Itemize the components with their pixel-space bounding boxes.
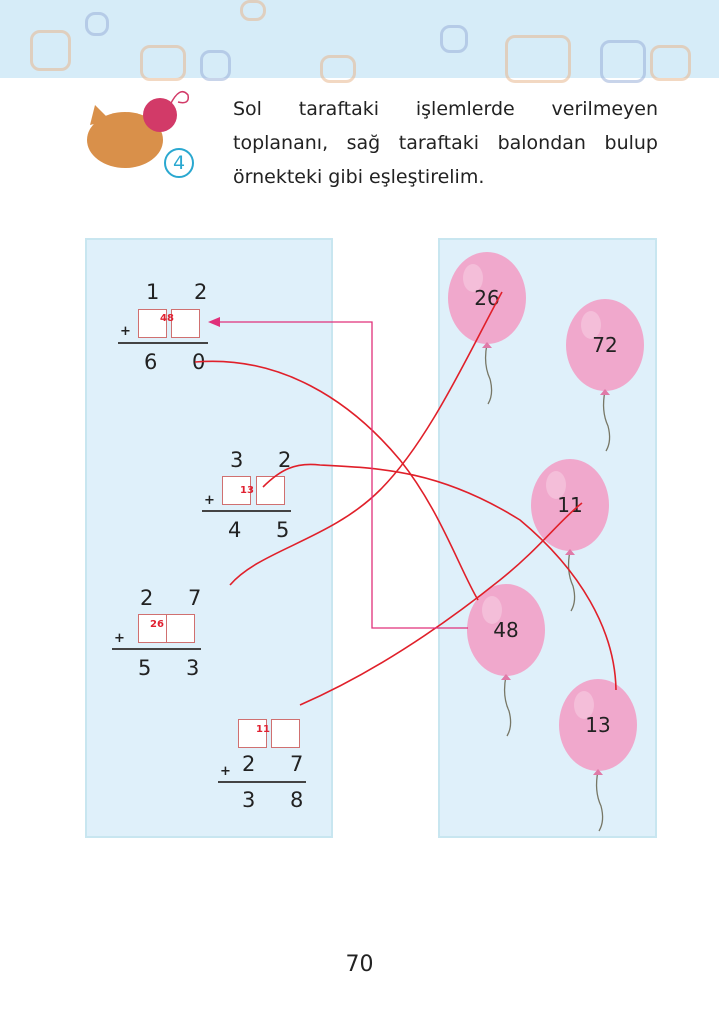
balloon[interactable] [566,299,644,452]
plus-sign: + [120,324,131,339]
arrowhead-icon [208,317,220,327]
sum-line [202,510,291,512]
answer-box-tens[interactable] [222,476,251,505]
balloon[interactable] [467,584,545,737]
answer: 11 [256,724,270,735]
addend: 2 7 [140,586,216,610]
sum-line [218,781,306,783]
balloon[interactable] [559,679,637,832]
sum-line [112,648,201,650]
answer-box-ones[interactable] [271,719,300,748]
match-line-53-26 [229,291,503,586]
instruction-text: Sol taraftaki işlemlerde verilmeyen topl… [233,98,658,188]
addend: 2 7 [242,752,318,776]
page-number: 70 [345,952,374,977]
balloon-number: 48 [493,618,519,642]
exercise-number: 4 [164,148,194,178]
match-line-45-13 [262,463,617,691]
example-arrow [212,321,468,629]
balloon[interactable] [448,252,526,405]
sum-line [118,342,208,344]
balloon-number: 72 [592,333,618,357]
answer: 26 [150,619,164,630]
balloon[interactable] [531,459,609,612]
sum: 4 5 [228,518,304,542]
answer: 48 [160,313,174,324]
answer-box-ones[interactable] [171,309,200,338]
match-line-60-48 [194,360,479,601]
answer-box-ones[interactable] [166,614,195,643]
answer-box-tens[interactable] [138,309,167,338]
sum: 5 3 [138,656,214,680]
sum: 3 8 [242,788,318,812]
match-line-38-11 [299,502,583,706]
answer: 13 [240,485,254,496]
balloon-number: 13 [585,713,611,737]
plus-sign: + [114,631,125,646]
addend: 3 2 [230,448,306,472]
decorative-banner [0,0,719,83]
answer-box-ones[interactable] [256,476,285,505]
plus-sign: + [220,764,231,779]
addend: 1 2 [146,280,222,304]
balloon-number: 26 [474,286,500,310]
plus-sign: + [204,493,215,508]
answer-box-tens[interactable] [238,719,267,748]
answer-box-tens[interactable] [138,614,167,643]
